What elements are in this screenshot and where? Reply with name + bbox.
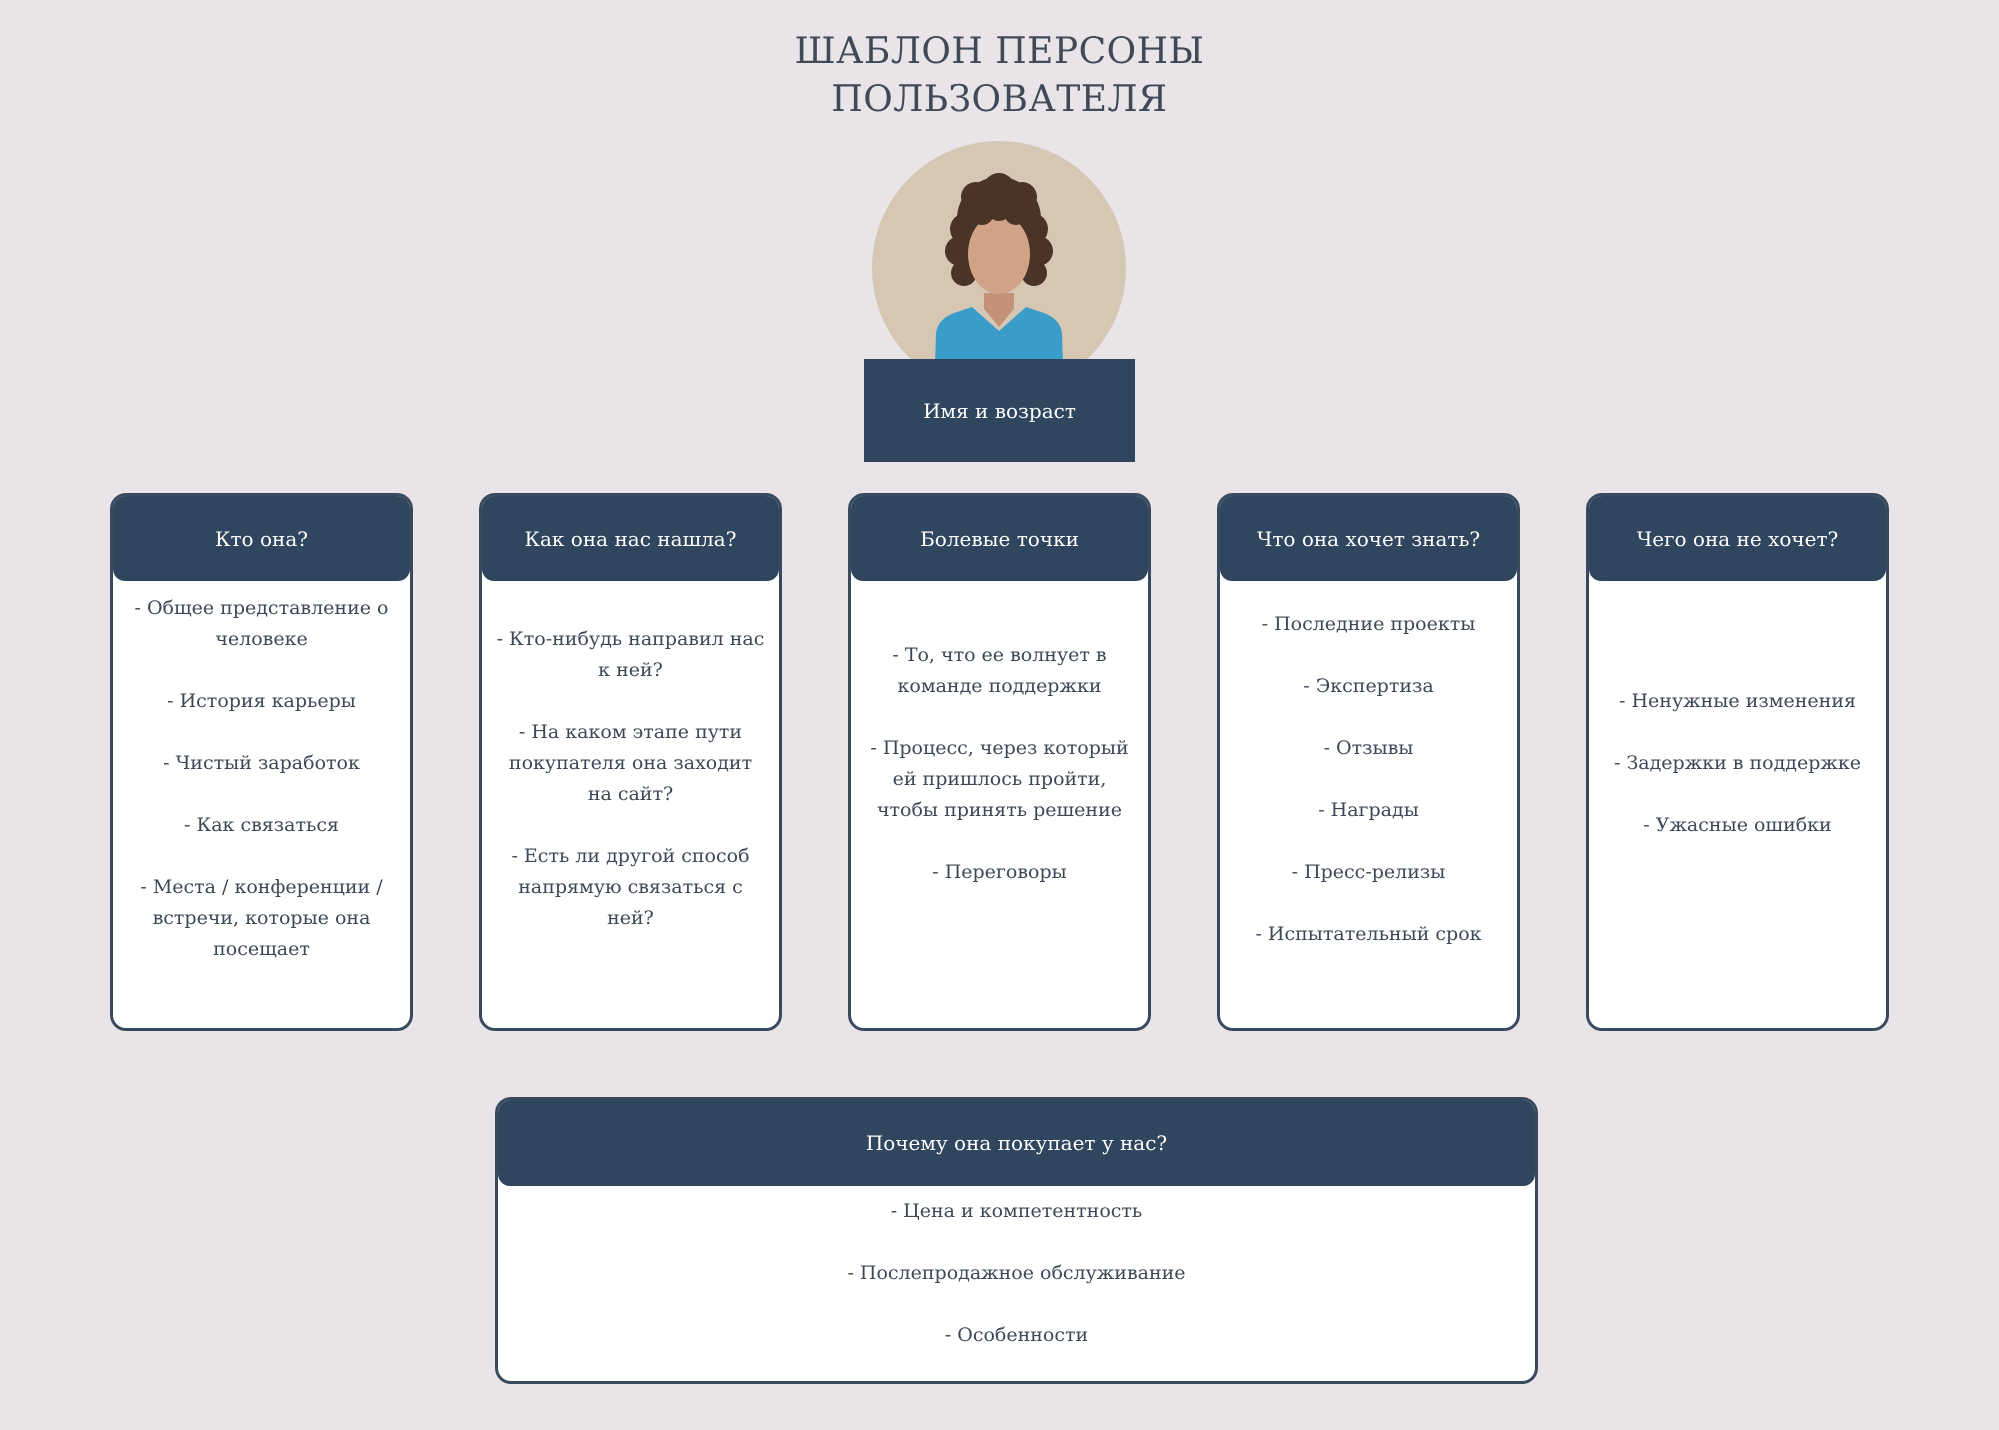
card-what-she-doesnt-want: Чего она не хочет? - Ненужные изменения … — [1586, 493, 1889, 1031]
card-header: Болевые точки — [851, 496, 1148, 581]
list-item: - Особенности — [944, 1324, 1089, 1346]
list-item: - Экспертиза — [1303, 675, 1434, 697]
list-item: - Пресс-релизы — [1291, 861, 1446, 883]
list-item: - Общее представление о человеке — [134, 597, 389, 650]
list-item: - История карьеры — [167, 690, 356, 712]
card-title: Чего она не хочет? — [1636, 526, 1839, 551]
card-title: Почему она покупает у нас? — [865, 1131, 1168, 1155]
list-item: - Ненужные изменения — [1619, 690, 1856, 712]
persona-avatar — [872, 141, 1126, 395]
card-title: Кто она? — [215, 526, 308, 551]
card-how-found-us: Как она нас нашла? - Кто-нибудь направил… — [479, 493, 782, 1031]
list-item: - Испытательный срок — [1255, 923, 1482, 945]
list-item: - Чистый заработок — [163, 752, 360, 774]
card-header: Что она хочет знать? — [1220, 496, 1517, 581]
card-body: - Кто-нибудь направил нас к ней? - На ка… — [482, 581, 779, 1028]
avatar-neck — [984, 293, 1014, 327]
list-item: - То, что ее волнует в команде поддержки — [892, 644, 1107, 697]
list-item: - Места / конференции / встречи, которые… — [140, 876, 383, 960]
persona-name-age-box: Имя и возраст — [864, 359, 1135, 462]
card-body: - Цена и компетентность - Послепродажное… — [498, 1186, 1535, 1381]
card-body: - Ненужные изменения - Задержки в поддер… — [1589, 581, 1886, 1028]
card-title: Что она хочет знать? — [1256, 526, 1481, 551]
card-header: Чего она не хочет? — [1589, 496, 1886, 581]
list-item: - Награды — [1318, 799, 1419, 821]
list-item: - Переговоры — [932, 861, 1067, 883]
list-item: - Как связаться — [184, 814, 339, 836]
card-header: Почему она покупает у нас? — [498, 1100, 1535, 1186]
list-item: - Кто-нибудь направил нас к ней? — [496, 628, 765, 681]
page-title-line-1: ШАБЛОН ПЕРСОНЫ — [794, 31, 1205, 72]
page-title: ШАБЛОН ПЕРСОНЫ ПОЛЬЗОВАТЕЛЯ — [0, 28, 1999, 124]
list-item: - Цена и компетентность — [890, 1200, 1143, 1222]
list-item: - Есть ли другой способ напрямую связать… — [511, 845, 750, 929]
card-header: Как она нас нашла? — [482, 496, 779, 581]
card-body: - Последние проекты - Экспертиза - Отзыв… — [1220, 581, 1517, 1028]
list-item: - Задержки в поддержке — [1613, 752, 1862, 774]
list-item: - Послепродажное обслуживание — [847, 1262, 1186, 1284]
card-header: Кто она? — [113, 496, 410, 581]
list-item: - Последние проекты — [1261, 613, 1476, 635]
list-item: - Процесс, через который ей пришлось про… — [870, 737, 1129, 821]
card-title: Как она нас нашла? — [524, 526, 737, 551]
card-why-she-buys: Почему она покупает у нас? - Цена и комп… — [495, 1097, 1538, 1384]
persona-name-age-label: Имя и возраст — [923, 398, 1076, 423]
card-pain-points: Болевые точки - То, что ее волнует в ком… — [848, 493, 1151, 1031]
page-title-line-2: ПОЛЬЗОВАТЕЛЯ — [831, 79, 1168, 120]
card-what-she-wants: Что она хочет знать? - Последние проекты… — [1217, 493, 1520, 1031]
card-body: - Общее представление о человеке - Истор… — [113, 581, 410, 1028]
list-item: - Ужасные ошибки — [1643, 814, 1832, 836]
card-who-is-she: Кто она? - Общее представление о человек… — [110, 493, 413, 1031]
card-title: Болевые точки — [920, 526, 1079, 551]
avatar-face — [968, 214, 1030, 294]
list-item: - Отзывы — [1323, 737, 1414, 759]
card-body: - То, что ее волнует в команде поддержки… — [851, 581, 1148, 1028]
woman-avatar-icon — [934, 173, 1064, 395]
list-item: - На каком этапе пути покупателя она зах… — [508, 721, 753, 805]
